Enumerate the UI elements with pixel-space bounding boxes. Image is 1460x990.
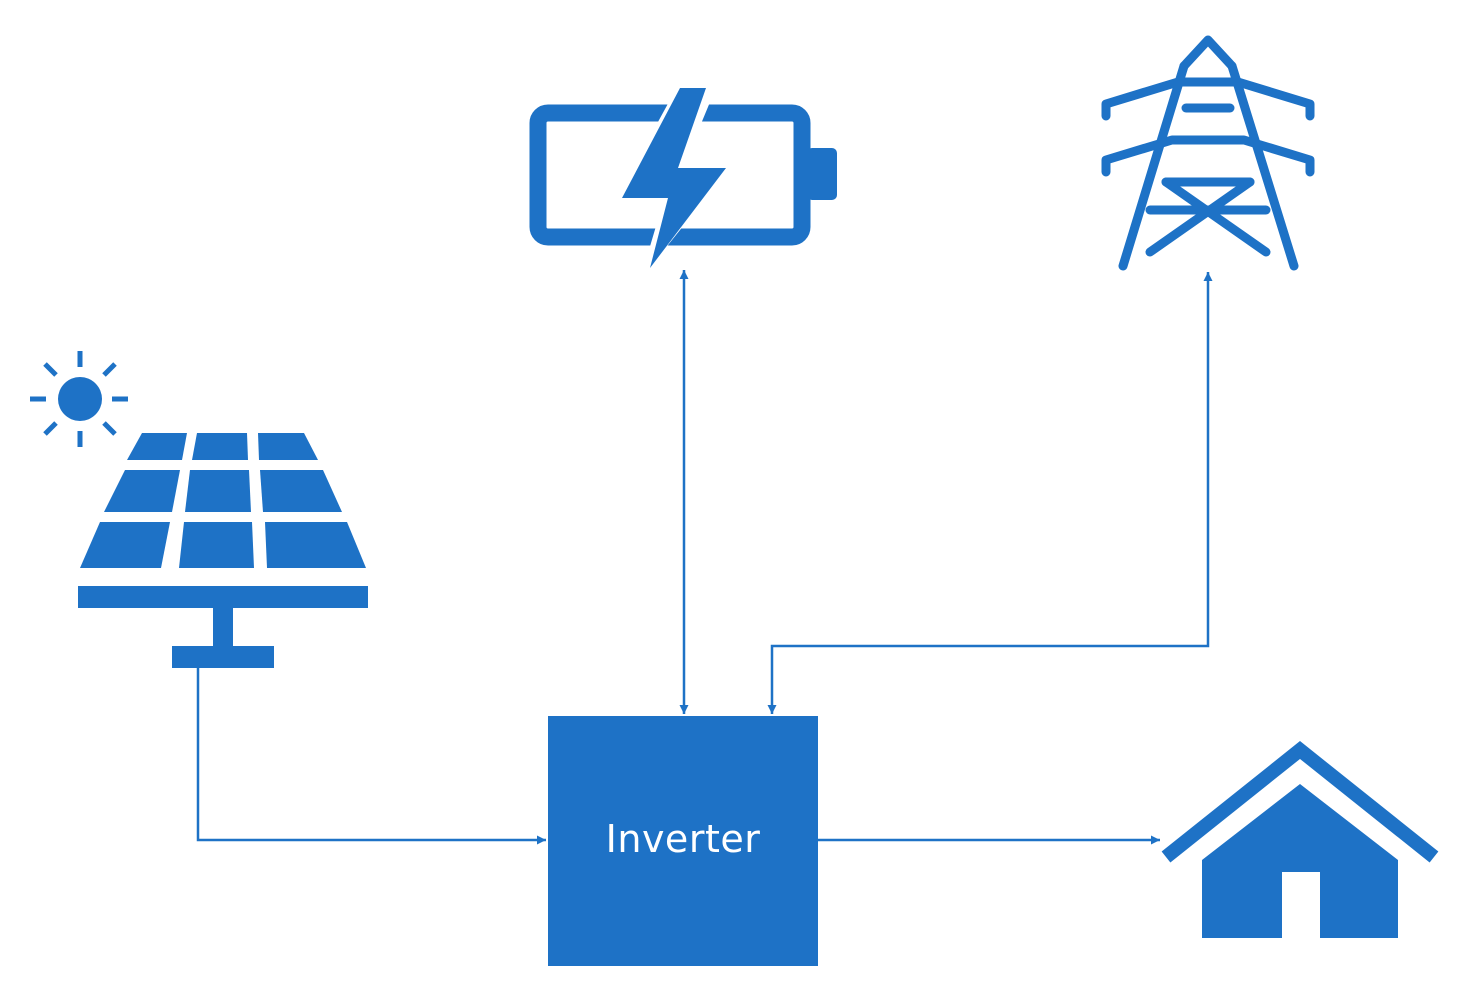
solar-panel-icon — [78, 433, 368, 668]
connector-solar-inverter — [196, 668, 546, 845]
house-icon — [1161, 741, 1439, 938]
connector-inverter-grid — [767, 272, 1213, 714]
inverter-box: Inverter — [548, 716, 818, 966]
battery-charging-icon — [529, 78, 837, 280]
transmission-tower-icon — [1101, 35, 1315, 271]
inverter-label: Inverter — [605, 817, 761, 861]
sun-icon — [30, 351, 128, 447]
